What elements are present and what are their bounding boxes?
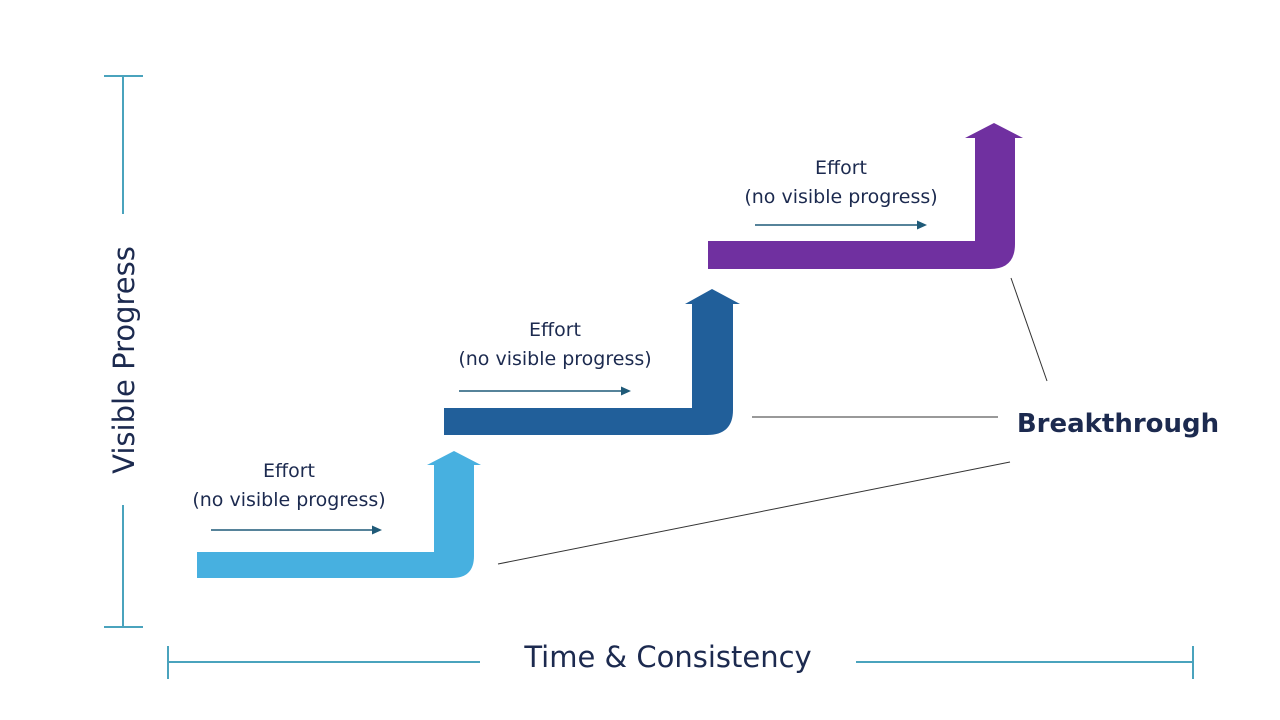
effort-label-1-line2: (no visible progress)	[192, 489, 386, 511]
y-axis-title: Visible Progress	[107, 246, 141, 474]
effort-label-1-line1: Effort	[263, 460, 315, 482]
x-axis-bracket	[167, 646, 1194, 679]
y-axis-bracket	[104, 75, 143, 628]
step-arrow-1	[197, 451, 481, 578]
x-axis-title: Time & Consistency	[524, 640, 812, 674]
effort-label-3-line2: (no visible progress)	[744, 186, 938, 208]
step-arrow-3	[708, 123, 1023, 269]
effort-label-3-line1: Effort	[815, 157, 867, 179]
effort-label-2: Effort (no visible progress)	[425, 316, 685, 374]
effort-label-3: Effort (no visible progress)	[711, 154, 971, 212]
callout-line-1	[497, 461, 1011, 565]
breakthrough-callout-lines	[497, 277, 1048, 565]
effort-label-2-line1: Effort	[529, 319, 581, 341]
effort-arrow-2	[459, 386, 631, 396]
step-arrow-2	[444, 289, 740, 435]
effort-label-1: Effort (no visible progress)	[159, 457, 419, 515]
breakthrough-label: Breakthrough	[1016, 409, 1220, 439]
callout-line-3	[1010, 277, 1048, 382]
effort-arrow-3	[755, 220, 927, 230]
effort-arrow-1	[211, 525, 382, 535]
effort-label-2-line2: (no visible progress)	[458, 348, 652, 370]
